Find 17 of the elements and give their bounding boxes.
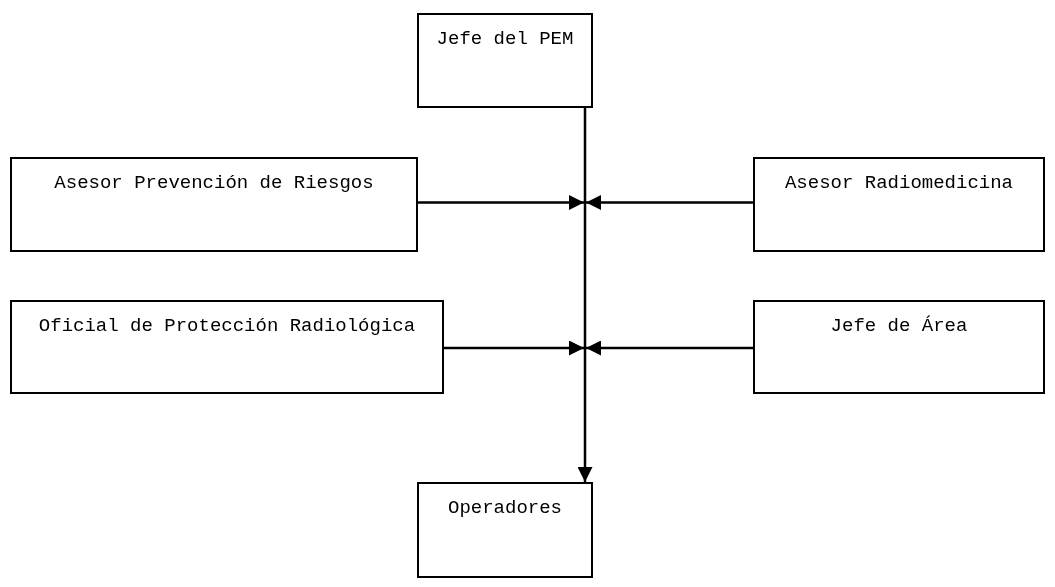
box-label: Jefe de Área bbox=[830, 314, 968, 339]
arrow bbox=[586, 340, 753, 356]
org-box bbox=[10, 157, 418, 252]
org-box bbox=[417, 13, 593, 108]
arrow bbox=[577, 108, 593, 482]
org-box bbox=[417, 482, 593, 578]
box-label: Jefe del PEM bbox=[436, 27, 574, 52]
box-label: Asesor Radiomedicina bbox=[784, 171, 1013, 196]
arrow bbox=[586, 195, 753, 210]
box-label: Operadores bbox=[448, 496, 562, 521]
arrow bbox=[444, 340, 584, 356]
org-box bbox=[753, 157, 1045, 252]
org-box bbox=[753, 300, 1045, 394]
box-label: Oficial de Protección Radiológica bbox=[38, 314, 416, 339]
org-box bbox=[10, 300, 444, 394]
arrow bbox=[418, 195, 584, 210]
box-label: Asesor Prevención de Riesgos bbox=[54, 171, 374, 196]
